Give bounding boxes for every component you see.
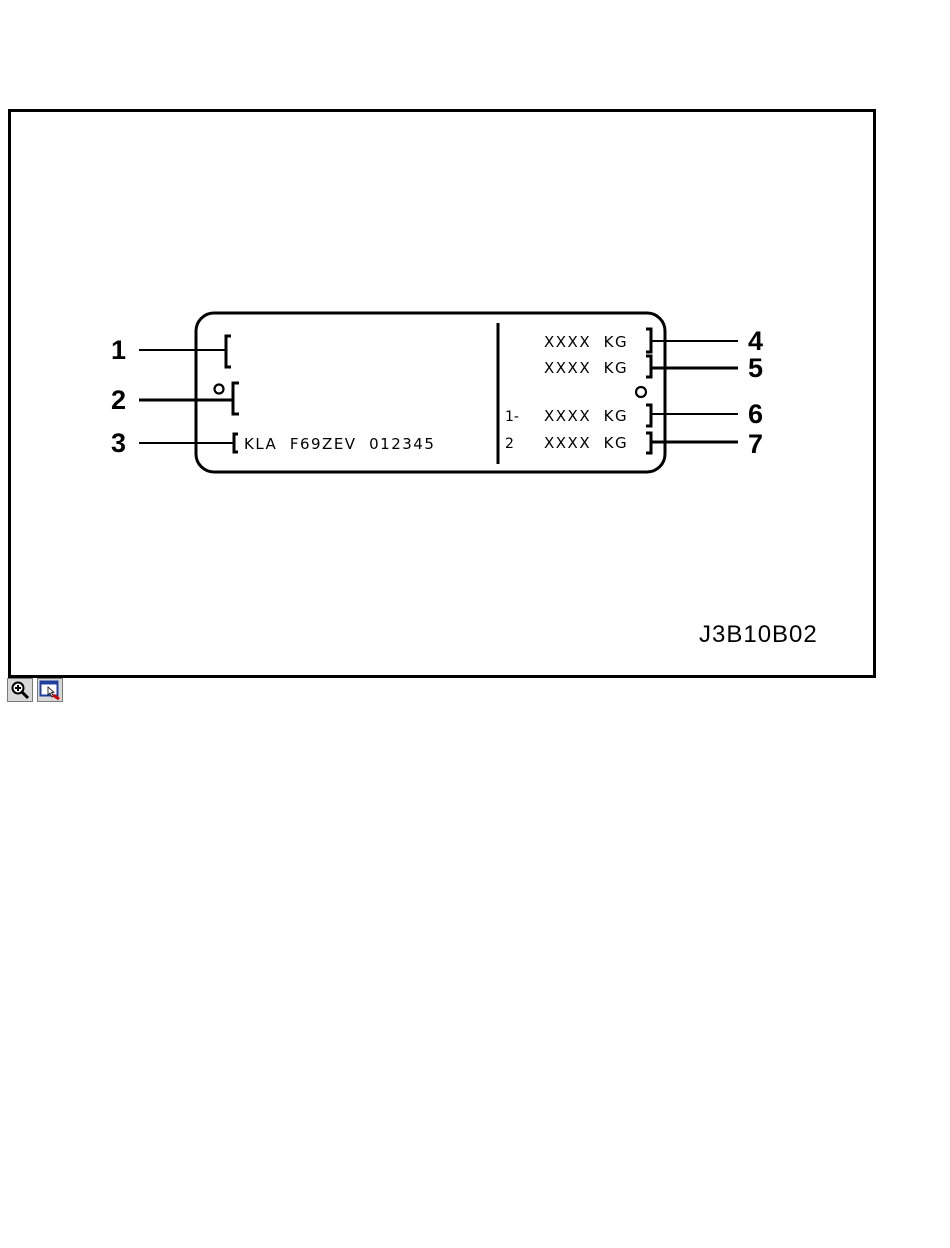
zoom-in-icon (10, 680, 30, 700)
callout-7: 7 (748, 429, 763, 459)
callout-6: 6 (748, 399, 763, 429)
axle-prefix-2: 2 (505, 436, 514, 452)
vin-line: KLA F69ZEV 012345 (244, 435, 435, 453)
figure-code: J3B10B02 (699, 621, 818, 648)
weight-line-6: XXXX KG (544, 407, 628, 425)
bracket-3 (234, 434, 238, 452)
image-toolbar (7, 678, 63, 702)
window-select-icon (39, 680, 61, 700)
bracket-4 (646, 329, 651, 352)
circle-mark-left (215, 385, 224, 394)
weight-line-4: XXXX KG (544, 333, 628, 351)
weight-line-5: XXXX KG (544, 359, 628, 377)
bracket-1 (226, 336, 231, 367)
bracket-5 (646, 356, 651, 377)
callout-2: 2 (111, 385, 126, 415)
bracket-6 (646, 405, 651, 426)
callout-3: 3 (111, 428, 126, 458)
circle-mark-right (636, 387, 646, 397)
axle-prefix-1: 1- (505, 409, 519, 425)
bracket-7 (646, 433, 651, 453)
window-select-button[interactable] (37, 678, 63, 702)
zoom-in-button[interactable] (7, 678, 33, 702)
callout-5: 5 (748, 353, 763, 383)
bracket-2 (233, 383, 239, 414)
weight-line-7: XXXX KG (544, 434, 628, 452)
callout-1: 1 (111, 335, 126, 365)
callout-4: 4 (748, 326, 763, 356)
